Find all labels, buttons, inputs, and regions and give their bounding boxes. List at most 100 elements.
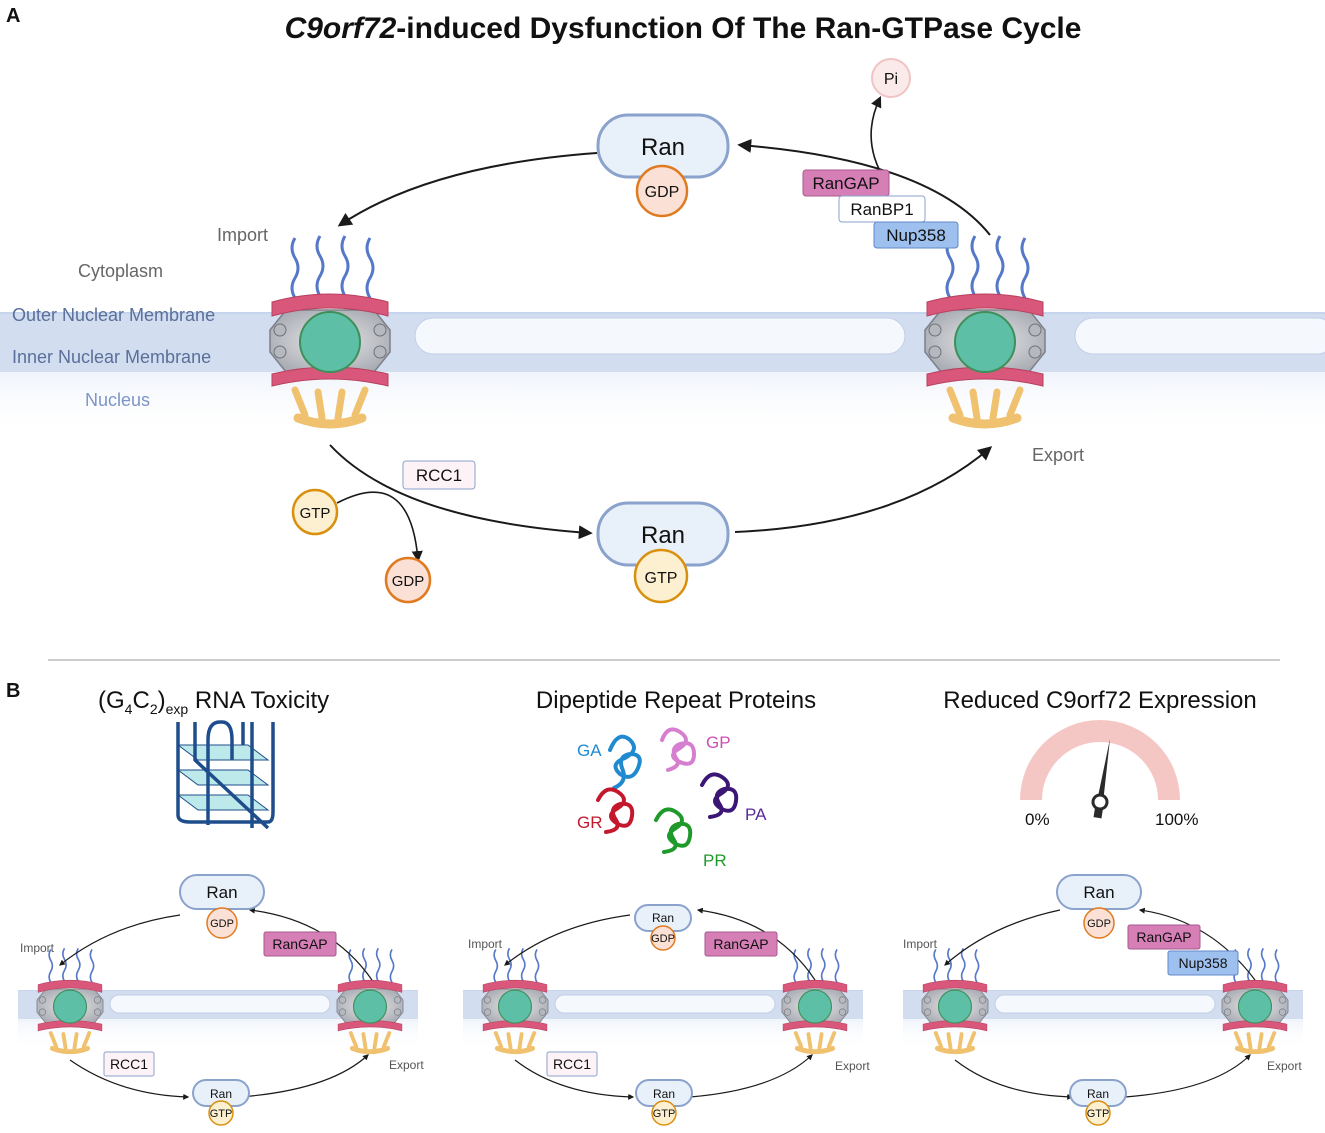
mini-arrow [239,1054,369,1098]
mini-arrow [1138,907,1256,981]
mini-rangap-label: RanGAP [713,936,768,952]
label-import: Import [217,225,268,245]
ran-gdp-complex: Ran GDP [596,113,730,218]
mini-membrane-gap [994,994,1216,1014]
mini-rcc1-label: RCC1 [110,1056,148,1072]
gdp-label: GDP [645,184,680,201]
t6: exp [166,701,189,717]
t7: RNA Toxicity [188,687,329,714]
mini-gdp [206,907,238,939]
dpr-title: Dipeptide Repeat Proteins [536,687,816,714]
mini-arrow [1124,1054,1251,1098]
label-export: Export [1032,445,1084,465]
pa-protein [700,772,739,819]
rcc1-label: RCC1 [416,466,462,485]
pr-protein [654,807,693,854]
t2: 4 [125,701,133,717]
title-gene: C9orf72 [285,12,397,45]
expression-gauge [1020,720,1180,819]
mini-export-label: Export [835,1059,870,1073]
mini-ran-label: Ran [1087,1087,1109,1101]
nuclear-membrane [0,312,1325,437]
mini-export-label: Export [389,1058,424,1072]
t4: 2 [150,701,158,717]
ran-label: Ran [641,522,685,549]
dpr-proteins [596,727,739,854]
mini-nup358-label: Nup358 [1178,955,1227,971]
mini-gtp [651,1100,677,1126]
t3: C [132,687,149,714]
gdp-output: GDP [384,556,432,604]
mini-ran-label: Ran [1083,883,1114,902]
mini-arrow [689,1054,813,1098]
arrow-ran-to-import [337,152,598,227]
mini-gdp-label: GDP [651,933,675,945]
panel-a-title: C9orf72-induced Dysfunction Of The Ran-G… [285,12,1082,45]
mini-ran-label: Ran [652,911,674,925]
mini-gtp [208,1100,234,1126]
mini-ran-label: Ran [653,1087,675,1101]
nup358-box: Nup358 [873,221,959,249]
arrow-export-to-ran [737,138,991,236]
mini-import-label: Import [20,941,55,955]
mini-arrow [59,914,181,966]
label-nucleus: Nucleus [85,390,150,410]
ranbp1-label: RanBP1 [850,200,913,219]
label-pr: PR [703,851,727,870]
rna-toxicity-title: (G4C2)exp RNA Toxicity [98,687,329,717]
gdp-out-label: GDP [392,573,425,590]
mini-filaments [1233,947,1280,984]
gp-protein [660,727,697,772]
mini-rangap-label: RanGAP [1136,929,1191,945]
rangap-box: RanGAP [802,169,890,197]
mini-nup358 [1167,950,1239,976]
label-gp: GP [706,733,731,752]
mini-filaments [793,947,840,984]
ranbp1-box: RanBP1 [838,195,926,223]
gauge-needle [1091,738,1111,819]
label-outer-membrane: Outer Nuclear Membrane [12,305,215,325]
mini-gtp-label: GTP [653,1108,676,1120]
mini-gdp-label: GDP [1087,918,1111,930]
mini-gdp [1083,907,1115,939]
ran-gtp-complex: Ran GTP [596,501,730,604]
ga-protein [608,734,642,790]
ran-label: Ran [641,134,685,161]
mini-ran-label: Ran [210,1087,232,1101]
rcc1-box: RCC1 [402,460,476,490]
mini-arrow [69,1059,190,1100]
mini-filaments [493,947,540,984]
mini-membrane-gap [554,994,776,1014]
panel-b-letter: B [6,680,20,702]
mini-import-label: Import [468,937,503,951]
gtp-in-label: GTP [300,505,331,522]
label-ga: GA [577,741,602,760]
arrow-gtp-to-gdp [336,491,423,563]
label-cytoplasm: Cytoplasm [78,261,163,281]
mini-arrow [504,914,631,966]
gauge-min-label: 0% [1025,810,1050,829]
panel-a-letter: A [6,5,20,27]
mini-rcc1 [546,1051,598,1077]
arrow-ran-gtp-to-export [734,446,993,533]
gtp-input: GTP [291,488,339,536]
g-quadruplex-icon [176,720,275,830]
mini-rcc1-label: RCC1 [553,1056,591,1072]
mini-arrow [514,1059,635,1100]
mini-rangap [704,931,778,957]
expression-title: Reduced C9orf72 Expression [943,687,1257,714]
mini-export-label: Export [1267,1059,1302,1073]
mini-filaments [933,947,980,984]
pi-label: Pi [884,71,898,88]
nup358-label: Nup358 [886,226,946,245]
label-gr: GR [577,813,603,832]
mini-rangap [263,931,337,957]
mini-arrow [954,1059,1074,1100]
mini-gtp-label: GTP [210,1108,233,1120]
